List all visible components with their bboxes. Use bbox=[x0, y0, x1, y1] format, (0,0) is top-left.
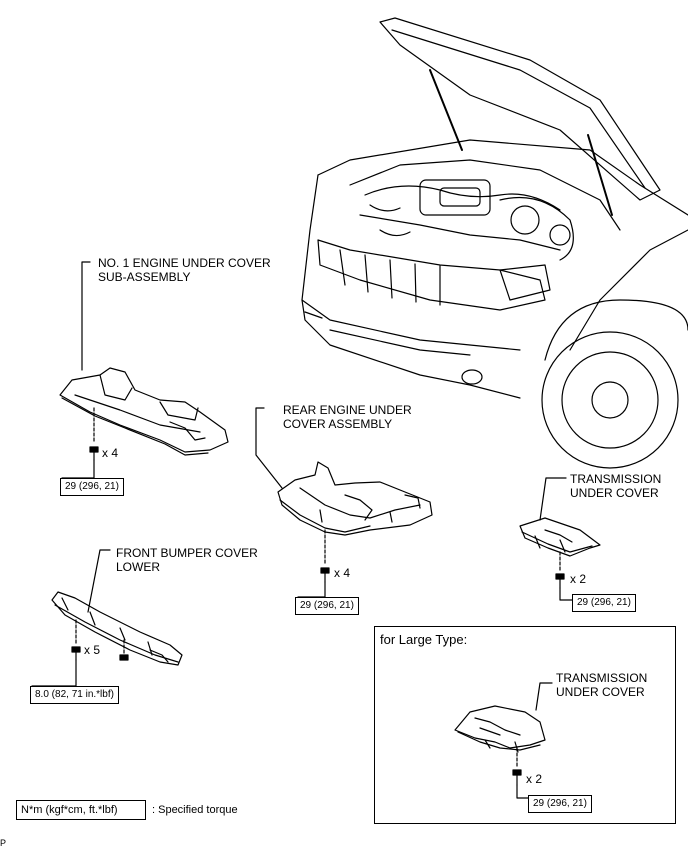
bumper-cover-part bbox=[51, 591, 183, 666]
bumper-bolt-2 bbox=[119, 654, 129, 661]
bumper-qty: x 5 bbox=[84, 643, 101, 657]
transmission-cover-torque: 29 (296, 21) bbox=[572, 594, 636, 612]
engine-cover-label-1: NO. 1 ENGINE UNDER COVER bbox=[98, 256, 271, 270]
rear-cover-qty: x 4 bbox=[334, 566, 351, 580]
large-type-torque: 29 (296, 21) bbox=[528, 795, 592, 813]
vehicle-illustration bbox=[301, 17, 688, 469]
bumper-torque: 8.0 (82, 71 in.*lbf) bbox=[30, 686, 119, 704]
transmission-cover-torque-lead bbox=[559, 587, 574, 601]
legend-meaning: : Specified torque bbox=[152, 804, 238, 816]
large-type-leader-line bbox=[535, 682, 553, 711]
transmission-cover-bolt bbox=[555, 573, 565, 589]
large-type-bolt bbox=[512, 769, 522, 786]
engine-cover-torque: 29 (296, 21) bbox=[60, 478, 124, 496]
rear-cover-label-1: REAR ENGINE UNDER bbox=[283, 403, 412, 417]
bumper-leader-line bbox=[87, 549, 111, 613]
bumper-label-1: FRONT BUMPER COVER bbox=[116, 546, 258, 560]
rear-cover-torque: 29 (296, 21) bbox=[295, 597, 359, 615]
figure-code: P bbox=[0, 838, 7, 848]
rear-engine-cover-part bbox=[277, 461, 433, 536]
large-type-transmission-part bbox=[454, 705, 546, 753]
large-type-title: for Large Type: bbox=[380, 632, 468, 647]
large-type-qty: x 2 bbox=[526, 772, 543, 786]
bumper-bolt bbox=[71, 646, 81, 661]
legend-unit-box: N*m (kgf*cm, ft.*lbf) bbox=[16, 800, 146, 820]
bumper-torque-lead bbox=[31, 659, 77, 687]
large-type-label-2: UNDER COVER bbox=[556, 685, 645, 699]
transmission-cover-qty: x 2 bbox=[570, 572, 587, 586]
engine-cover-label-2: SUB-ASSEMBLY bbox=[98, 270, 191, 284]
rear-cover-leader-line bbox=[255, 407, 283, 489]
engine-cover-leader-line bbox=[81, 261, 91, 371]
engine-under-cover-part bbox=[59, 367, 229, 456]
transmission-cover-label-2: UNDER COVER bbox=[570, 486, 659, 500]
transmission-cover-part bbox=[519, 517, 601, 557]
large-type-inset bbox=[374, 626, 676, 824]
rear-cover-torque-lead bbox=[297, 581, 326, 598]
large-type-label-1: TRANSMISSION bbox=[556, 671, 648, 685]
engine-cover-qty: x 4 bbox=[102, 446, 119, 460]
transmission-cover-leader-line bbox=[539, 477, 567, 521]
rear-cover-bolt bbox=[320, 567, 330, 583]
transmission-cover-label-1: TRANSMISSION bbox=[570, 472, 662, 486]
large-type-torque-lead bbox=[516, 784, 529, 799]
bumper-label-2: LOWER bbox=[116, 560, 161, 574]
rear-cover-label-2: COVER ASSEMBLY bbox=[283, 417, 393, 431]
engine-cover-torque-lead bbox=[61, 459, 95, 479]
engine-cover-bolt bbox=[89, 446, 99, 461]
